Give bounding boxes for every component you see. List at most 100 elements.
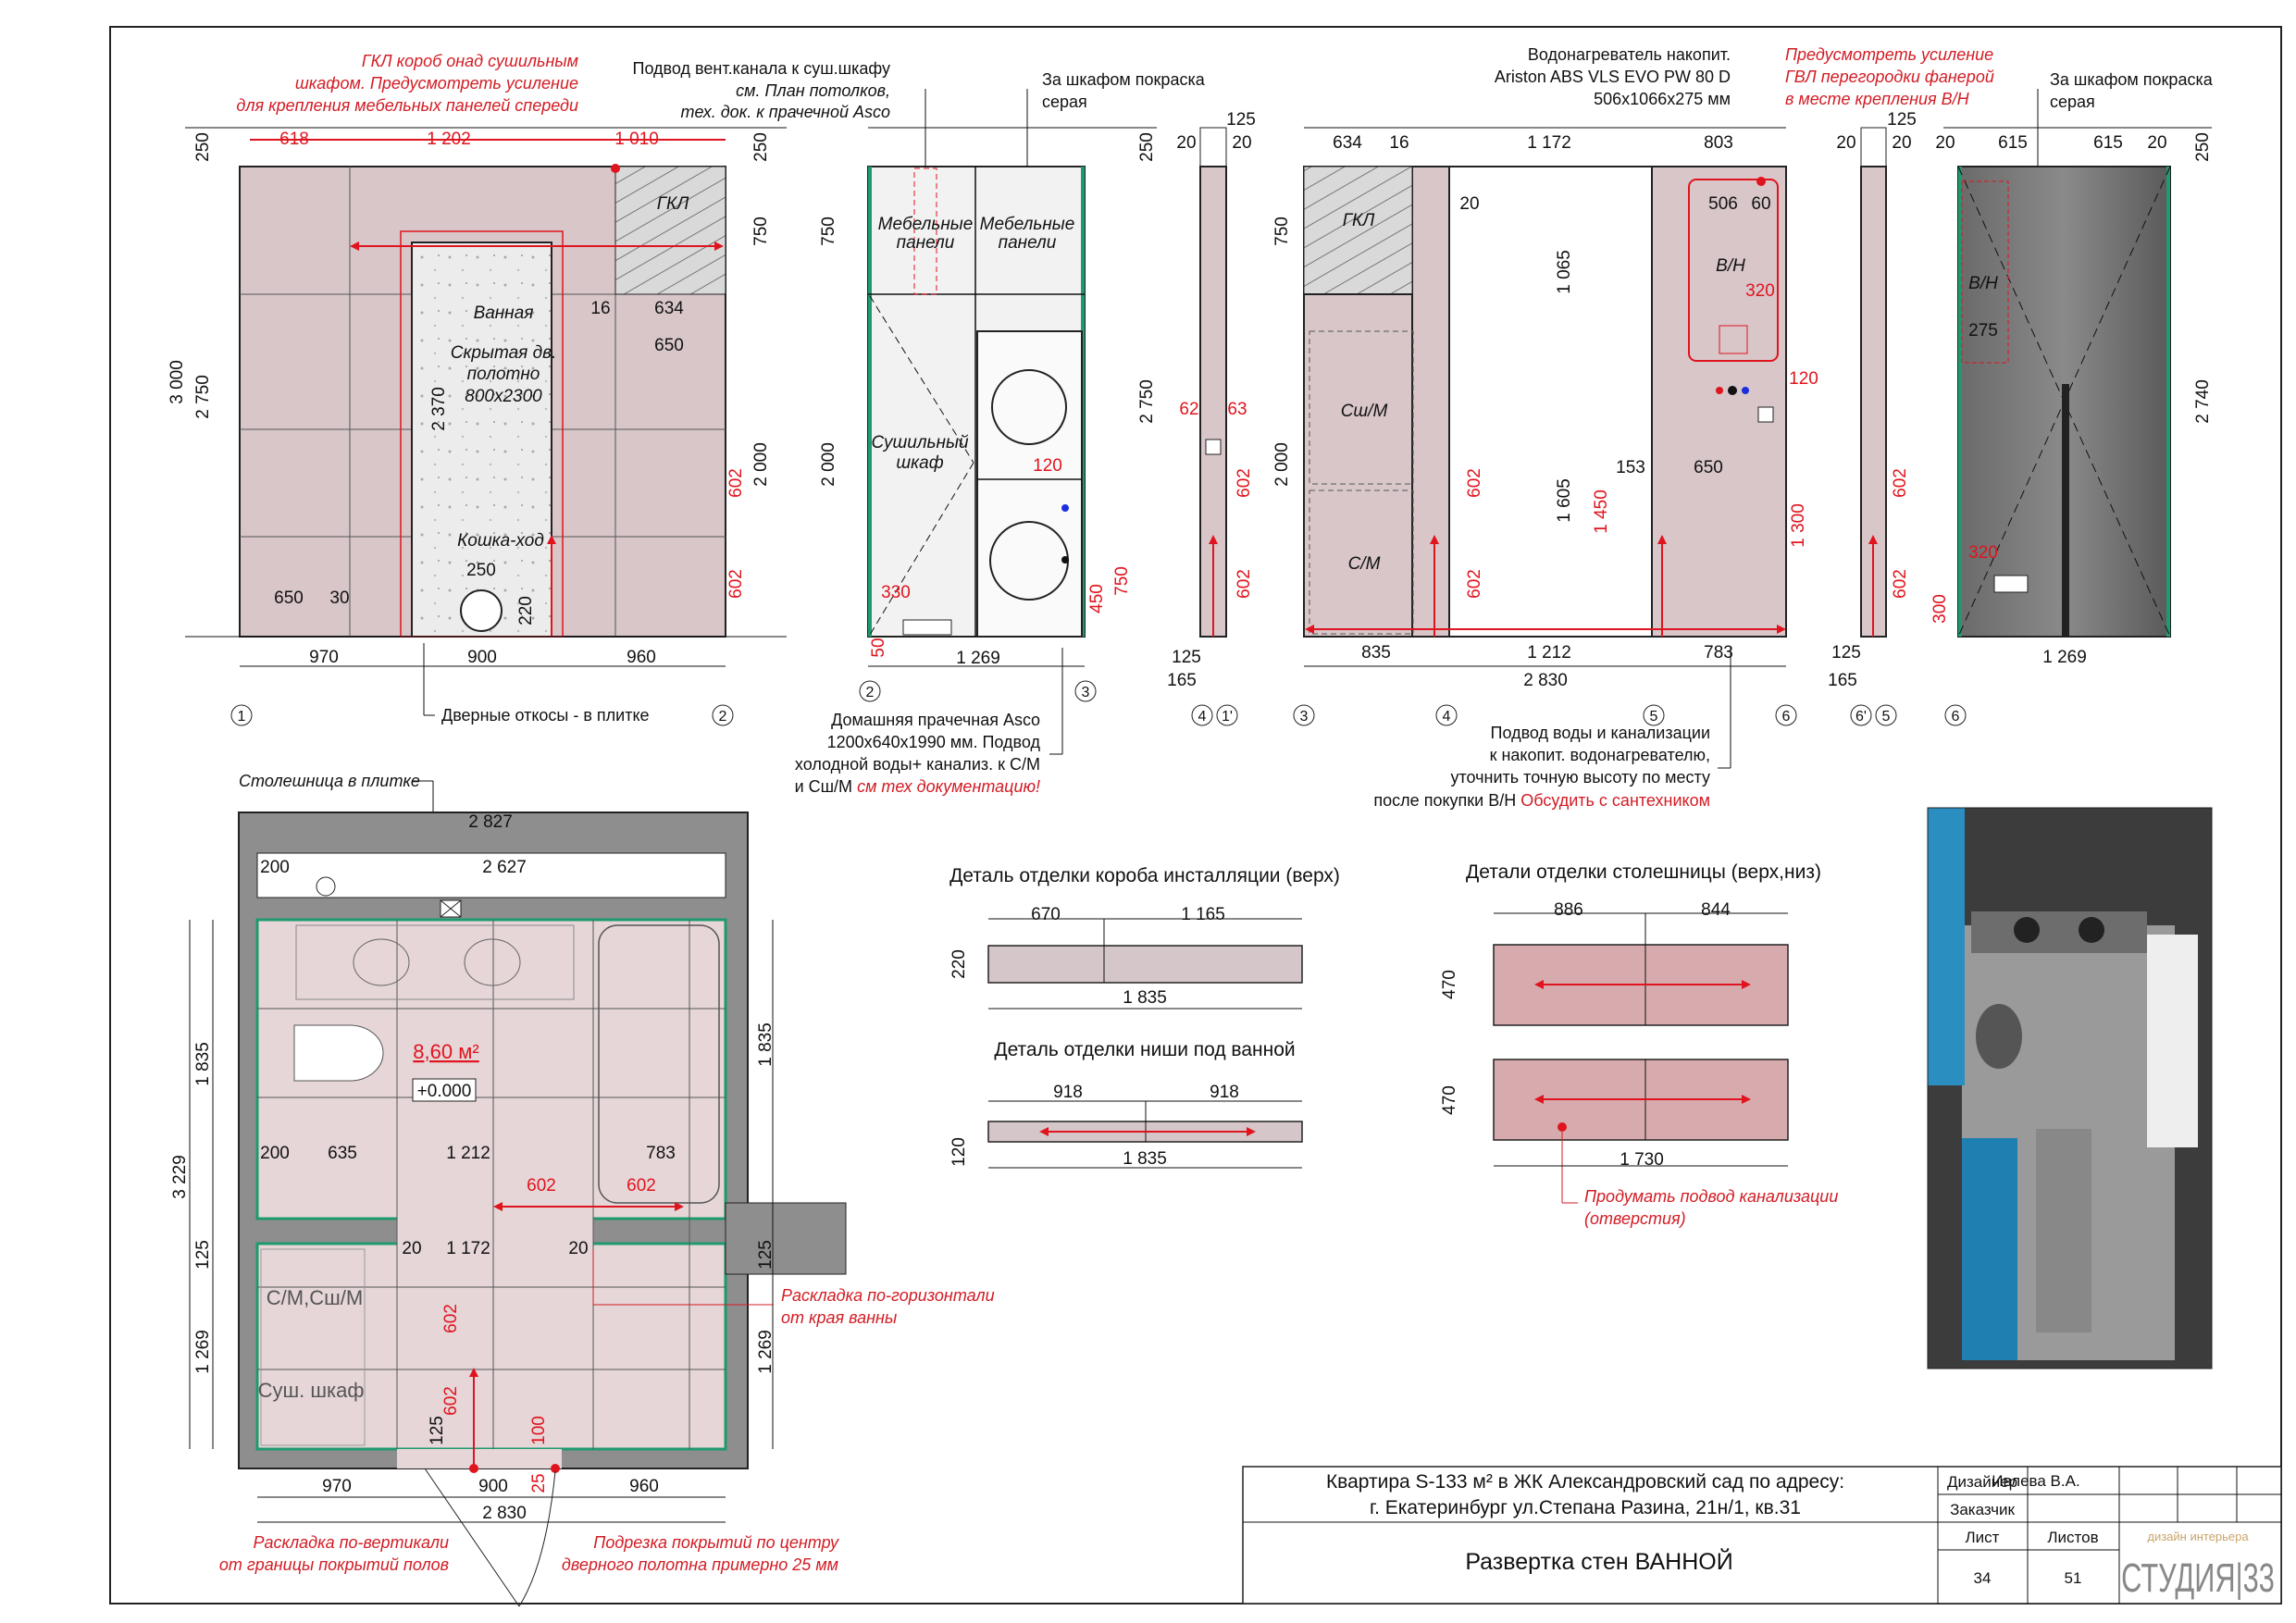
note-paint: За шкафом покраска bbox=[2050, 70, 2214, 89]
drawing-label: см. План потолков, bbox=[736, 81, 890, 100]
label-furniture-panels: Мебельные bbox=[980, 215, 1075, 234]
elevation-wall-2-3: Подвод вент.канала к суш.шкафу см. План … bbox=[633, 59, 1206, 796]
drawing-label: 20 bbox=[402, 1239, 421, 1258]
svg-text:после покупки В/Н Обсудить с с: после покупки В/Н Обсудить с сантехником bbox=[1373, 791, 1710, 810]
label-water-heater: В/Н bbox=[1716, 256, 1745, 276]
drawing-label: см тех документацию! bbox=[857, 777, 1040, 796]
drawing-label: 615 bbox=[1998, 133, 2028, 153]
note-laundry: Домашняя прачечная Asco 1200x640x1990 мм… bbox=[795, 711, 1041, 796]
label-washer: С/М bbox=[1348, 554, 1381, 574]
sheet-number: 34 bbox=[1974, 1569, 1992, 1587]
drawing-label: к накопит. водонагревателю, bbox=[1490, 746, 1710, 764]
drawing-label: 20 bbox=[1836, 133, 1855, 153]
drawing-label: 250 bbox=[2193, 132, 2213, 162]
drawing-label: для крепления мебельных панелей спереди bbox=[236, 96, 578, 115]
drawing-label: 635 bbox=[328, 1144, 357, 1163]
note-paint: За шкафом покраска bbox=[1042, 70, 1206, 89]
svg-text:и Сш/М см тех документацию!: и Сш/М см тех документацию! bbox=[795, 777, 1040, 796]
drawing-label: и Сш/М bbox=[795, 777, 853, 796]
drawing-label: СТУДИЯ|33 bbox=[2121, 1556, 2275, 1602]
drawing-label: 125 bbox=[1226, 110, 1256, 130]
drawing-label: 220 bbox=[516, 596, 536, 626]
elevation-wall-6: За шкафом покраска серая 20 615 615 20 2… bbox=[1930, 70, 2214, 726]
drawing-label: Деталь отделки короба инсталляции (верх) bbox=[949, 865, 1340, 886]
drawing-label: 602 bbox=[1465, 569, 1484, 599]
drawing-label: Ивлева В.А. bbox=[1992, 1472, 2079, 1490]
note-door-slopes: Дверные откосы - в плитке bbox=[441, 706, 650, 725]
drawing-label: 2 750 bbox=[1137, 379, 1157, 424]
drawing-label: 602 bbox=[441, 1386, 461, 1416]
drawing-label: уточнить точную высоту по месту bbox=[1451, 768, 1711, 787]
dimensions: 250 2 750 750 2 000 120 330 50 450 750 1… bbox=[819, 132, 1157, 668]
drawing-label: 602 bbox=[726, 569, 746, 599]
drawing-label: 2 740 bbox=[2193, 379, 2213, 424]
drawing-label: 120 bbox=[1033, 456, 1062, 476]
label-dryer: Суш. шкаф bbox=[258, 1379, 365, 1402]
note-cut-coverings: дверного полотна примерно 25 мм bbox=[562, 1555, 838, 1574]
section-4-1: 125 20 20 62 63 602 602 125 165 4 1' bbox=[1167, 110, 1256, 726]
drawing-label: 250 bbox=[466, 561, 496, 580]
drawing-label: 918 bbox=[1053, 1083, 1083, 1102]
axis-markers: 3 4 5 6 bbox=[1293, 704, 1797, 726]
drawing-label: 783 bbox=[1704, 643, 1733, 663]
drawing-label: 5 bbox=[1882, 709, 1891, 725]
bathroom-floor-plan: Столешница в плитке 2 827 200 2 627 1 83… bbox=[170, 772, 995, 1607]
drawing-label: 330 bbox=[881, 583, 911, 602]
drawing-label: ГВЛ перегородки фанерой bbox=[1785, 68, 1994, 86]
drawing-label: 125 bbox=[1172, 648, 1201, 667]
note-horizontal-layout: от края ванны bbox=[781, 1308, 897, 1327]
note-cut-coverings: Подрезка покрытий по центру bbox=[593, 1533, 839, 1552]
gkl-box bbox=[614, 166, 726, 295]
drawing-label: 1 269 bbox=[193, 1330, 213, 1374]
drawing-label: 200 bbox=[260, 858, 290, 877]
drawing-label: 1 450 bbox=[1592, 489, 1611, 534]
label-door: Скрытая дв. bbox=[451, 343, 557, 363]
drawing-label: Деталь отделки ниши под ванной bbox=[994, 1039, 1295, 1060]
drawing-label: 3 229 bbox=[170, 1155, 190, 1199]
hidden-door bbox=[411, 242, 552, 638]
note-gkl-reinforcement: ГКЛ короб онад сушильным шкафом. Предусм… bbox=[236, 52, 578, 115]
drawing-label: Водонагреватель накопит. bbox=[1528, 45, 1731, 64]
drawing-label: 125 bbox=[193, 1240, 213, 1270]
drawing-label: 1 300 bbox=[1789, 503, 1808, 548]
drawing-label: 750 bbox=[751, 217, 771, 246]
drawing-label: Обсудить с сантехником bbox=[1520, 791, 1710, 810]
drawing-label: холодной воды+ канализ. к С/М bbox=[795, 755, 1040, 774]
drawing-label: 275 bbox=[1968, 321, 1998, 341]
drawing-label: в месте крепления В/Н bbox=[1785, 90, 1970, 108]
drawing-label: 2 750 bbox=[193, 375, 213, 419]
detail-bath-niche: Деталь отделки ниши под ванной 918 918 1… bbox=[949, 1039, 1303, 1169]
drawing-label: 618 bbox=[279, 130, 309, 149]
dimensions: 2 827 200 2 627 1 835 3 229 125 1 269 1 … bbox=[170, 812, 776, 1523]
drawing-label: 16 bbox=[590, 299, 610, 318]
drawing-label: 2 bbox=[719, 709, 727, 725]
drawing-label: 602 bbox=[441, 1304, 461, 1333]
drawing-label: 125 bbox=[756, 1240, 776, 1270]
drawing-label: 2 627 bbox=[482, 858, 527, 877]
drawing-label: 783 bbox=[646, 1144, 676, 1163]
drawing-label: 120 bbox=[949, 1137, 969, 1167]
drawing-label: 470 bbox=[1440, 970, 1459, 999]
drawing-label: 50 bbox=[869, 638, 888, 657]
bathroom-render-image bbox=[1927, 807, 2213, 1369]
drawing-label: 153 bbox=[1616, 458, 1645, 477]
drawing-label: 1200x640x1990 мм. Подвод bbox=[827, 733, 1041, 751]
note-plywood-reinforcement: Предусмотреть усиление ГВЛ перегородки ф… bbox=[1785, 45, 1994, 108]
drawing-label: 250 bbox=[751, 132, 771, 162]
elevation-wall-3-6: Водонагреватель накопит. Ariston ABS VLS… bbox=[1272, 45, 1994, 810]
axis-markers: 1 2 bbox=[230, 704, 734, 726]
dimensions: 634 16 1 172 803 20 506 60 750 2 000 1 0… bbox=[1272, 133, 1818, 690]
drawing-label: 20 bbox=[1935, 133, 1955, 153]
label-door: полотно bbox=[467, 365, 540, 384]
drawing-label: 4 bbox=[1443, 709, 1451, 725]
drawing-label: 670 bbox=[1031, 905, 1061, 924]
drawing-label: Дизайнер bbox=[1947, 1473, 2017, 1491]
drawing-label: 960 bbox=[627, 648, 656, 667]
drawing-label: 2 000 bbox=[1272, 442, 1292, 487]
washer-stack bbox=[976, 330, 1083, 638]
label-dryer-cabinet: Сушильный bbox=[871, 433, 968, 452]
label-gkl: ГКЛ bbox=[1343, 211, 1376, 230]
drawing-label: 20 bbox=[1892, 133, 1911, 153]
drawing-label: 1 172 bbox=[1527, 133, 1571, 153]
dimensions: 618 1 202 1 010 250 3 000 2 750 250 750 … bbox=[168, 130, 771, 667]
